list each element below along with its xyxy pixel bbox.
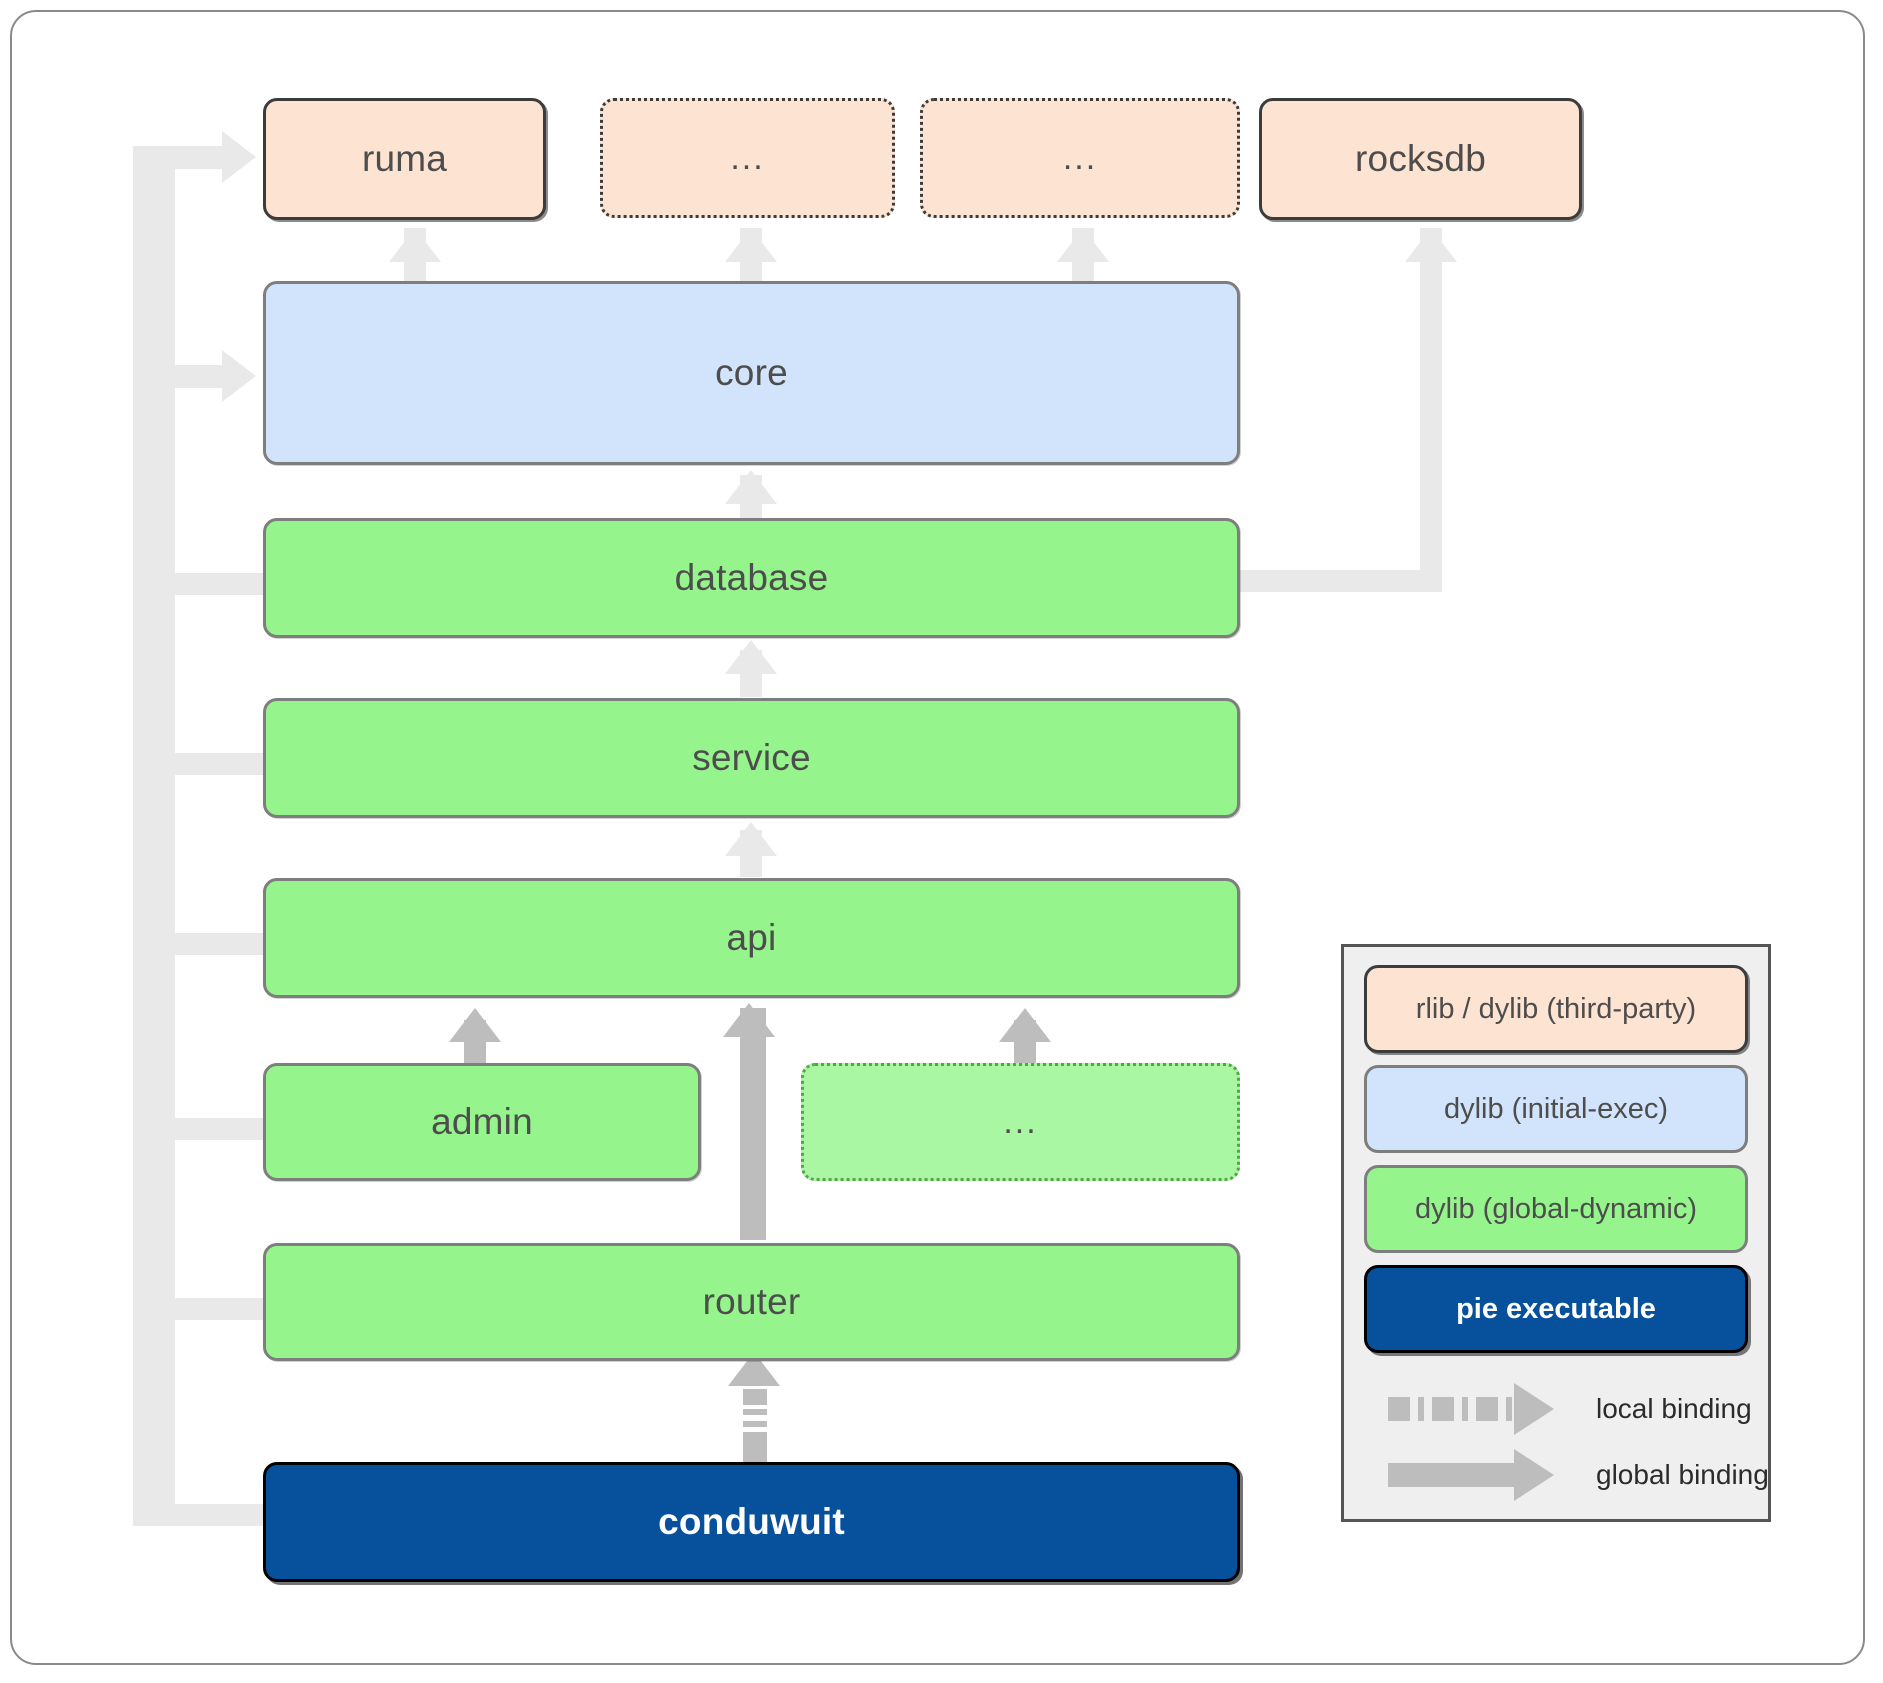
node-rocksdb[interactable]: rocksdb	[1259, 98, 1582, 220]
node-service[interactable]: service	[263, 698, 1240, 818]
node-admin[interactable]: admin	[263, 1063, 701, 1181]
edge-conduwuit-trunk-base	[133, 1504, 273, 1526]
node-admin-label: admin	[431, 1101, 533, 1142]
legend-swatch-initial-exec: dylib (initial-exec)	[1364, 1065, 1748, 1153]
legend-swatch-global-dynamic: dylib (global-dynamic)	[1364, 1165, 1748, 1253]
legend-binding-global: global binding	[1364, 1445, 1769, 1505]
edge-conduwuit-riser	[155, 155, 175, 1505]
edge-conduwuit-api-stub	[155, 933, 270, 955]
edge-conduwuit-trunk-vertical	[133, 146, 155, 1526]
node-third-b[interactable]: ...	[920, 98, 1240, 218]
edge-conduwuit-database-stub	[155, 573, 270, 595]
legend-panel: rlib / dylib (third-party) dylib (initia…	[1341, 944, 1771, 1522]
edge-conduwuit-router-shaft-4	[743, 1389, 767, 1405]
edge-conduwuit-router-shaft-1	[743, 1432, 767, 1462]
legend-swatch-pie-executable: pie executable	[1364, 1265, 1748, 1353]
legend-label-third-party: rlib / dylib (third-party)	[1415, 992, 1697, 1025]
edge-conduwuit-router-shaft-3	[743, 1409, 767, 1415]
edge-conduwuit-router-stub	[155, 1298, 270, 1320]
global-binding-line-icon	[1388, 1463, 1518, 1487]
legend-label-initial-exec: dylib (initial-exec)	[1443, 1092, 1668, 1125]
edge-conduwuit-ruma-stub	[133, 146, 233, 169]
legend-swatch-third-party: rlib / dylib (third-party)	[1364, 965, 1748, 1053]
global-binding-arrow-icon	[1514, 1449, 1554, 1501]
edge-database-rocksdb-horizontal	[1238, 570, 1442, 592]
edge-database-rocksdb-vertical	[1420, 228, 1442, 592]
node-router[interactable]: router	[263, 1243, 1240, 1361]
edge-router-api-arrowhead	[723, 1003, 775, 1037]
edge-core-third-b-arrowhead	[1057, 228, 1109, 262]
edge-router-api-shaft	[740, 1008, 766, 1240]
node-api[interactable]: api	[263, 878, 1240, 998]
node-service-label: service	[692, 737, 811, 778]
edge-conduwuit-service-stub	[155, 753, 270, 775]
edge-conduwuit-router-shaft-2	[743, 1421, 767, 1427]
local-binding-line-icon	[1388, 1397, 1518, 1421]
edge-core-ruma-arrowhead	[389, 228, 441, 262]
node-third-a-label: ...	[730, 138, 765, 177]
node-ruma[interactable]: ruma	[263, 98, 546, 220]
node-router-label: router	[702, 1281, 801, 1322]
node-third-a[interactable]: ...	[600, 98, 895, 218]
edge-conduwuit-core-arrowhead	[222, 350, 256, 402]
node-database[interactable]: database	[263, 518, 1240, 638]
edge-core-third-a-arrowhead	[725, 228, 777, 262]
node-conduwuit-label: conduwuit	[658, 1501, 845, 1542]
node-third-b-label: ...	[1062, 138, 1098, 177]
edge-database-core-arrowhead	[725, 470, 777, 504]
node-more[interactable]: ...	[801, 1063, 1240, 1181]
node-core-label: core	[715, 352, 788, 393]
edge-conduwuit-ruma-arrowhead	[222, 131, 256, 183]
local-binding-arrow-icon	[1514, 1383, 1554, 1435]
legend-label-pie-executable: pie executable	[1456, 1292, 1656, 1325]
node-more-label: ...	[1003, 1102, 1038, 1141]
legend-label-global-binding: global binding	[1596, 1459, 1769, 1490]
edge-database-rocksdb-arrowhead	[1405, 228, 1457, 262]
legend-binding-local: local binding	[1364, 1379, 1754, 1439]
edge-conduwuit-admin-stub	[155, 1118, 270, 1140]
node-database-label: database	[674, 557, 829, 598]
edge-service-database-arrowhead	[725, 640, 777, 674]
node-core[interactable]: core	[263, 281, 1240, 465]
node-conduwuit[interactable]: conduwuit	[263, 1462, 1240, 1582]
legend-label-global-dynamic: dylib (global-dynamic)	[1414, 1192, 1698, 1225]
edge-conduwuit-core-stub	[155, 365, 233, 388]
node-rocksdb-label: rocksdb	[1355, 138, 1486, 179]
node-ruma-label: ruma	[361, 138, 448, 179]
legend-label-local-binding: local binding	[1596, 1393, 1752, 1424]
edge-more-api-arrowhead	[999, 1008, 1051, 1042]
edge-admin-api-arrowhead	[449, 1008, 501, 1042]
node-api-label: api	[726, 917, 777, 958]
edge-api-service-arrowhead	[725, 822, 777, 856]
